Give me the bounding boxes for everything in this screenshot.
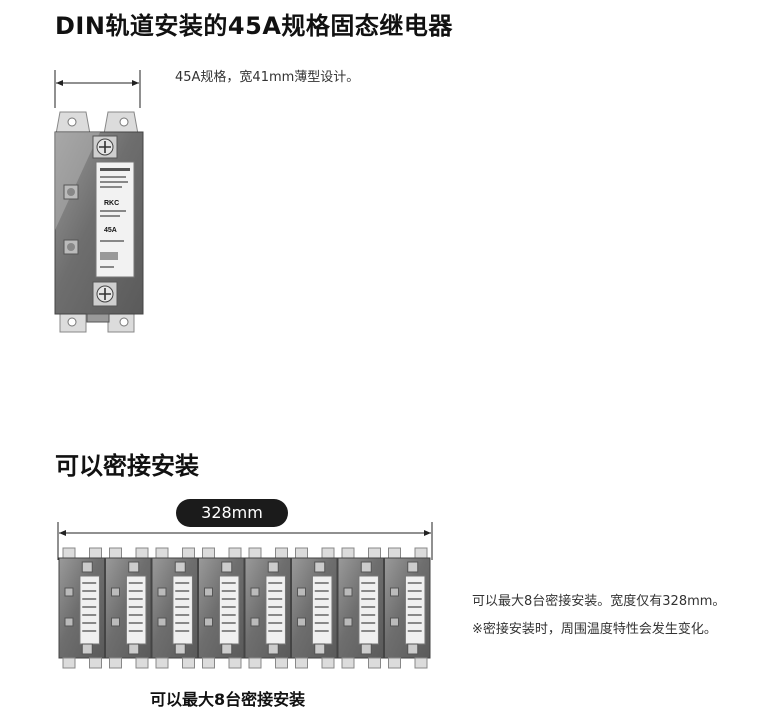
relay-unit	[198, 547, 245, 669]
relay-unit	[58, 547, 105, 669]
relay-unit	[384, 547, 431, 669]
section-title-din-rail: DIN轨道安装的45A规格固态继电器	[55, 12, 453, 40]
close-mount-note: 可以最大8台密接安装。宽度仅有328mm。	[472, 594, 726, 609]
relay-unit	[291, 547, 338, 669]
relay-rating-label: 45A	[104, 227, 117, 234]
relay-unit	[151, 547, 198, 669]
relay-front-view: RKC 45A	[54, 111, 144, 333]
relay-row-8-units	[58, 547, 431, 669]
section-title-close-mounting: 可以密接安装	[55, 452, 199, 480]
dimension-pill-328mm: 328mm	[176, 499, 288, 527]
relay-unit	[337, 547, 384, 669]
temperature-note: ※密接安装时，周围温度特性会发生变化。	[472, 622, 717, 637]
width-dimension-41	[54, 70, 141, 108]
section1-description: 45A规格，宽41mm薄型设计。	[175, 70, 360, 85]
relay-unit	[105, 547, 152, 669]
row-caption: 可以最大8台密接安装	[150, 690, 306, 709]
width-dimension-328mm	[57, 522, 433, 560]
relay-brand-label: RKC	[104, 200, 119, 207]
relay-unit	[244, 547, 291, 669]
